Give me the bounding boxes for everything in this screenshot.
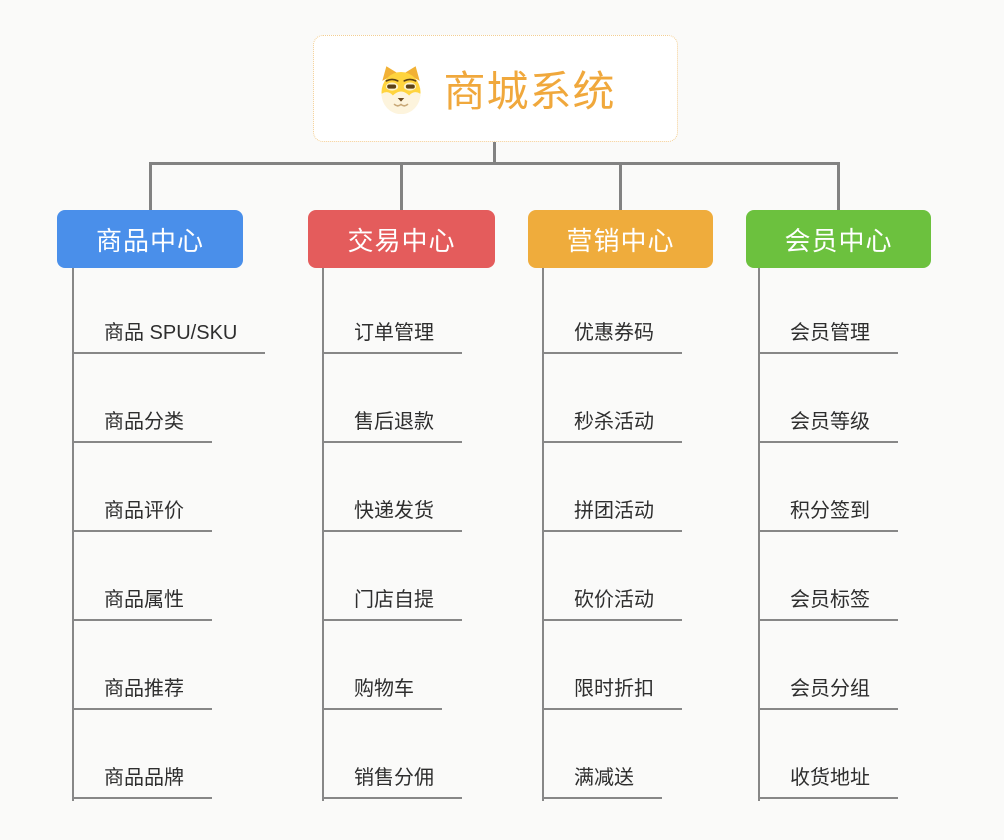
leaf-node[interactable]: 满减送 bbox=[542, 765, 662, 799]
connector-line bbox=[758, 268, 760, 801]
leaf-node[interactable]: 销售分佣 bbox=[322, 765, 462, 799]
leaf-node[interactable]: 商品推荐 bbox=[72, 676, 212, 710]
connector-line bbox=[619, 162, 622, 210]
leaf-node[interactable]: 秒杀活动 bbox=[542, 409, 682, 443]
leaf-node[interactable]: 限时折扣 bbox=[542, 676, 682, 710]
leaf-node[interactable]: 砍价活动 bbox=[542, 587, 682, 621]
leaf-node[interactable]: 积分签到 bbox=[758, 498, 898, 532]
leaf-node[interactable]: 快递发货 bbox=[322, 498, 462, 532]
leaf-node[interactable]: 商品分类 bbox=[72, 409, 212, 443]
leaf-node[interactable]: 商品 SPU/SKU bbox=[72, 320, 266, 354]
leaf-node[interactable]: 拼团活动 bbox=[542, 498, 682, 532]
leaf-node[interactable]: 售后退款 bbox=[322, 409, 462, 443]
connector-line bbox=[72, 268, 74, 801]
branch-node-member-center[interactable]: 会员中心 bbox=[746, 210, 931, 268]
connector-line bbox=[149, 162, 152, 210]
connector-line bbox=[400, 162, 403, 210]
leaf-node[interactable]: 购物车 bbox=[322, 676, 442, 710]
leaf-node[interactable]: 会员等级 bbox=[758, 409, 898, 443]
connector-line bbox=[493, 140, 496, 164]
branch-node-product-center[interactable]: 商品中心 bbox=[57, 210, 243, 268]
leaf-node[interactable]: 商品评价 bbox=[72, 498, 212, 532]
leaf-node[interactable]: 门店自提 bbox=[322, 587, 462, 621]
branch-label: 营销中心 bbox=[566, 225, 675, 256]
branch-label: 商品中心 bbox=[95, 225, 204, 256]
connector-line bbox=[837, 162, 840, 210]
root-title: 商城系统 bbox=[443, 68, 616, 115]
connector-line bbox=[542, 268, 544, 801]
leaf-node[interactable]: 优惠券码 bbox=[542, 320, 682, 354]
leaf-node[interactable]: 商品属性 bbox=[72, 587, 212, 621]
connector-line bbox=[149, 162, 839, 165]
leaf-node[interactable]: 收货地址 bbox=[758, 765, 898, 799]
leaf-node[interactable]: 会员管理 bbox=[758, 320, 898, 354]
branch-label: 会员中心 bbox=[784, 225, 893, 256]
leaf-node[interactable]: 会员分组 bbox=[758, 676, 898, 710]
branch-node-trade-center[interactable]: 交易中心 bbox=[308, 210, 495, 268]
branch-label: 交易中心 bbox=[347, 225, 456, 256]
leaf-node[interactable]: 订单管理 bbox=[322, 320, 462, 354]
dog-face-icon bbox=[381, 65, 421, 114]
root-node[interactable]: 商城系统 bbox=[313, 35, 678, 142]
branch-node-marketing-center[interactable]: 营销中心 bbox=[528, 210, 713, 268]
leaf-node[interactable]: 会员标签 bbox=[758, 587, 898, 621]
leaf-node[interactable]: 商品品牌 bbox=[72, 765, 212, 799]
connector-line bbox=[322, 268, 324, 801]
